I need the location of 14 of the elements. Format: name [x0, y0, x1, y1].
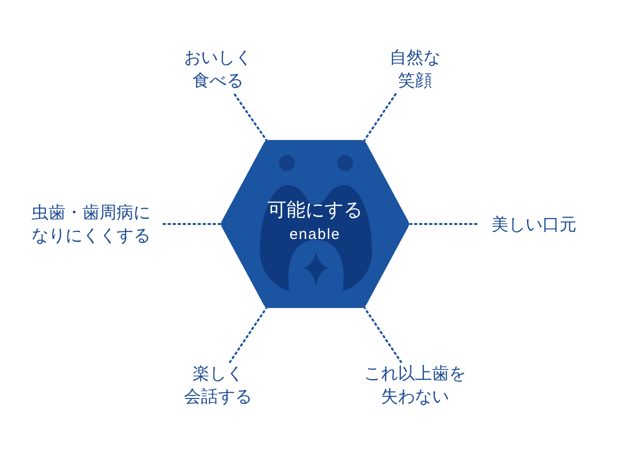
dotted-connector: [229, 306, 268, 363]
benefit-label: 楽しく会話する: [175, 362, 261, 408]
dotted-connector: [363, 91, 398, 142]
hexagon-title: 可能にする: [268, 199, 362, 223]
dotted-connector: [363, 306, 402, 363]
benefit-label: 自然な笑顔: [378, 46, 452, 92]
dotted-connector: [161, 223, 221, 225]
benefit-label: これ以上歯を失わない: [352, 362, 478, 408]
benefit-label: 虫歯・歯周病になりにくくする: [20, 200, 162, 248]
dotted-connector: [232, 91, 268, 142]
hexagon-subtitle: enable: [289, 225, 341, 245]
benefit-label: おいしく食べる: [178, 46, 258, 92]
dotted-connector: [409, 223, 479, 225]
benefit-label: 美しい口元: [478, 212, 590, 236]
